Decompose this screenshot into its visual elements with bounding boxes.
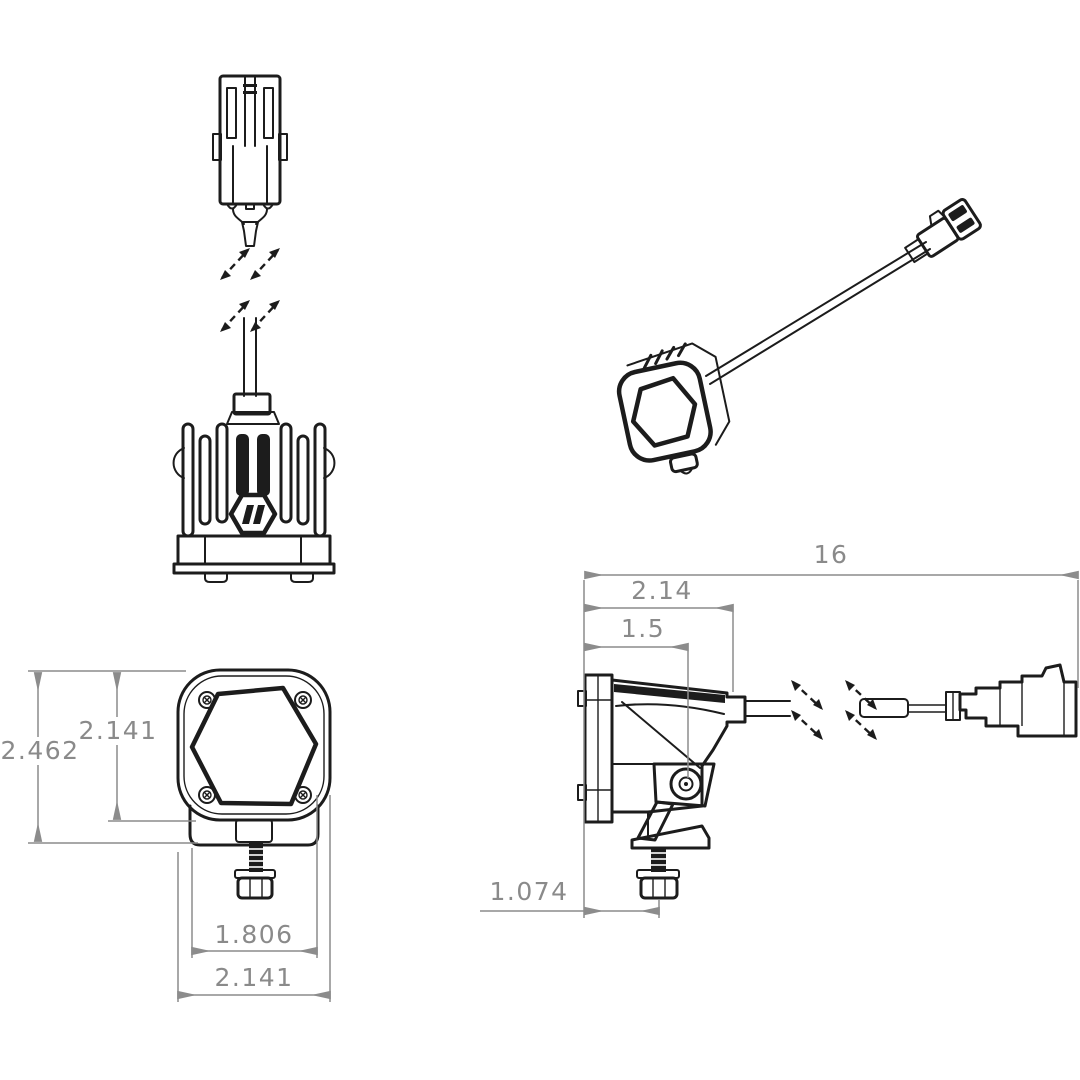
hex-nut <box>236 876 274 900</box>
view-front <box>28 668 332 1002</box>
dim-front-housing-height: 2.141 <box>75 717 161 745</box>
side-body <box>610 678 747 839</box>
iso-wire <box>709 248 931 385</box>
pigtail-wires <box>232 208 268 247</box>
iso-wire <box>705 241 927 377</box>
iso-connector <box>904 198 982 264</box>
dim-side-harness-length: 16 <box>813 540 849 569</box>
pigtail-connector-plug <box>212 74 288 210</box>
side-ear <box>172 447 185 479</box>
view-rear-exploded <box>172 74 336 583</box>
iso-light-pod <box>616 342 731 475</box>
dim-side-bolt-offset: 1.074 <box>489 877 569 906</box>
side-ear <box>323 447 336 479</box>
side-dimension-lines <box>480 570 1079 918</box>
hexagon-logo-icon <box>228 492 278 536</box>
hex-nut <box>639 876 679 900</box>
view-isometric-harness <box>616 198 982 475</box>
harness-connector <box>958 663 1078 738</box>
front-dimension-lines <box>28 670 331 1002</box>
view-side <box>480 570 1079 918</box>
dim-front-lens-width: 1.806 <box>214 920 294 949</box>
dim-side-depth-to-mount: 1.5 <box>620 614 666 643</box>
hexagonal-lens <box>189 685 319 807</box>
mount-bracket-side <box>630 762 716 900</box>
dim-front-overall-height: 2.462 <box>0 737 83 765</box>
light-rear-view <box>172 392 336 583</box>
side-harness <box>744 663 1078 742</box>
dim-side-body-depth: 2.14 <box>631 576 693 605</box>
dim-front-overall-width: 2.141 <box>214 963 294 992</box>
lens-screws <box>198 691 312 804</box>
